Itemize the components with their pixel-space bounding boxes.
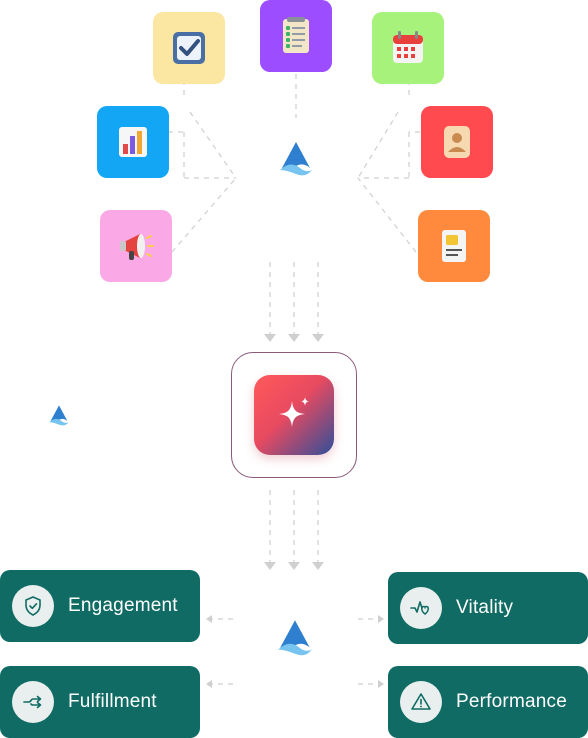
brand-logo-icon bbox=[278, 620, 312, 656]
input-tile-analytics bbox=[97, 106, 169, 178]
calendar-icon bbox=[393, 31, 423, 63]
input-tile-documents bbox=[418, 210, 490, 282]
output-icon-wrap bbox=[12, 585, 54, 627]
brand-logo-icon bbox=[280, 142, 312, 176]
document-icon bbox=[442, 230, 466, 262]
output-label: Engagement bbox=[68, 595, 178, 616]
output-icon-wrap bbox=[12, 681, 54, 723]
input-tile-marketing bbox=[100, 210, 172, 282]
warning-triangle-icon bbox=[411, 693, 431, 710]
output-card-vitality: Vitality bbox=[388, 572, 588, 644]
pulse-heart-icon bbox=[410, 601, 429, 615]
megaphone-icon bbox=[120, 234, 154, 260]
ai-hub-button bbox=[254, 375, 334, 455]
route-arrow-icon bbox=[23, 695, 42, 709]
output-icon-wrap bbox=[400, 587, 442, 629]
shield-check-icon bbox=[25, 596, 41, 616]
checkbox-icon bbox=[173, 32, 205, 64]
output-icon-wrap bbox=[400, 681, 442, 723]
output-label: Fulfillment bbox=[68, 691, 157, 712]
input-tile-calendar bbox=[372, 12, 444, 84]
output-label: Performance bbox=[456, 691, 567, 712]
output-card-engagement: Engagement bbox=[0, 570, 200, 642]
input-tile-notes bbox=[260, 0, 332, 72]
notepad-icon bbox=[283, 17, 309, 53]
output-label: Vitality bbox=[456, 597, 514, 618]
output-card-performance: Performance bbox=[388, 666, 588, 738]
sparkle-icon bbox=[279, 397, 309, 427]
input-tile-tasks bbox=[153, 12, 225, 84]
input-tile-contacts bbox=[421, 106, 493, 178]
bar-chart-icon bbox=[119, 127, 147, 157]
output-card-fulfillment: Fulfillment bbox=[0, 666, 200, 738]
brand-logo-icon bbox=[49, 405, 69, 426]
ai-hub bbox=[231, 352, 357, 478]
contact-card-icon bbox=[444, 126, 470, 158]
